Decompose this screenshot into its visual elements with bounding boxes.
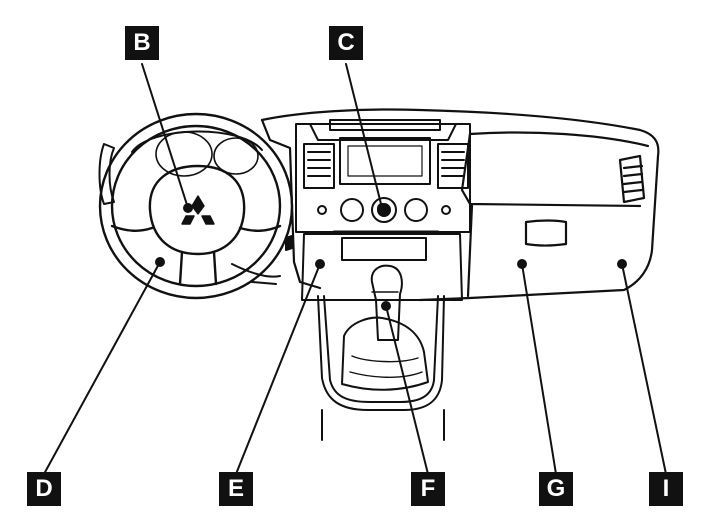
label-b: B — [125, 26, 159, 60]
leader-line-e — [235, 263, 321, 475]
left-vent — [98, 143, 115, 205]
radio-display — [339, 137, 431, 185]
target-dot-e — [315, 259, 325, 269]
brand-logo-icon — [181, 195, 215, 225]
gear-boot — [341, 316, 429, 391]
leader-line-d — [43, 261, 161, 475]
target-dots — [155, 203, 627, 311]
label-g: G — [539, 472, 573, 506]
label-f: F — [411, 472, 445, 506]
right-centre-vent — [437, 143, 469, 189]
ignition-area — [285, 235, 293, 251]
climate-knob-centre — [371, 197, 397, 223]
label-d: D — [27, 472, 61, 506]
centre-console — [317, 264, 445, 441]
steering-wheel — [98, 112, 294, 300]
target-dot-d — [155, 257, 165, 267]
gear-knob — [370, 264, 403, 341]
label-i: I — [649, 472, 683, 506]
target-dot-b — [183, 203, 193, 213]
dashboard-outline — [260, 108, 660, 302]
glovebox-latch — [524, 219, 568, 247]
leader-line-b — [141, 63, 189, 209]
climate-knob-right — [404, 198, 428, 222]
leader-line-i — [621, 263, 667, 475]
target-dot-f — [381, 301, 391, 311]
target-dot-i — [617, 259, 627, 269]
left-centre-vent — [303, 143, 335, 189]
leader-line-c — [345, 63, 383, 209]
target-dot-c — [377, 203, 387, 213]
leader-line-f — [385, 305, 429, 475]
leader-line-g — [521, 263, 557, 475]
target-dot-g — [517, 259, 527, 269]
label-e: E — [219, 472, 253, 506]
steering-wheel-hub — [148, 164, 246, 256]
leader-lines — [43, 63, 667, 475]
label-c: C — [329, 26, 363, 60]
climate-knob-left — [340, 198, 364, 222]
